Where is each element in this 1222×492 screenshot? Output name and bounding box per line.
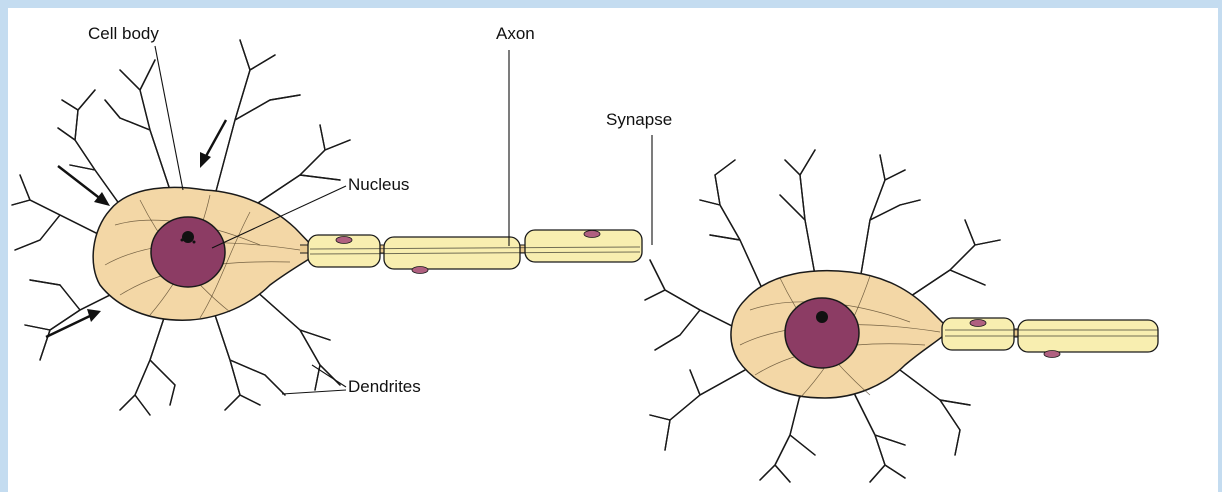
axon-neuron-2 bbox=[942, 318, 1158, 358]
myelin-sheath bbox=[525, 230, 642, 262]
label-axon: Axon bbox=[496, 24, 535, 43]
diagram-frame: Cell body Axon Synapse Nucleus Dendrites bbox=[8, 8, 1218, 492]
nucleus-neuron-2 bbox=[785, 298, 859, 368]
schwann-cell-nucleus bbox=[336, 237, 352, 244]
schwann-cell-nucleus bbox=[1044, 351, 1060, 358]
schwann-cell-nucleus bbox=[970, 320, 986, 327]
label-dendrites: Dendrites bbox=[348, 377, 421, 396]
label-nucleus: Nucleus bbox=[348, 175, 409, 194]
label-synapse: Synapse bbox=[606, 110, 672, 129]
nucleus-neuron-1 bbox=[151, 217, 225, 287]
leader-dendrites-2 bbox=[282, 390, 346, 394]
neuron-1 bbox=[12, 40, 642, 415]
axon-neuron-1 bbox=[300, 230, 642, 274]
label-cell-body: Cell body bbox=[88, 24, 159, 43]
neuron-diagram: Cell body Axon Synapse Nucleus Dendrites bbox=[8, 8, 1218, 492]
neuron-2 bbox=[645, 150, 1158, 482]
schwann-cell-nucleus bbox=[584, 231, 600, 238]
leader-cell-body bbox=[155, 46, 183, 190]
schwann-cell-nucleus bbox=[412, 267, 428, 274]
